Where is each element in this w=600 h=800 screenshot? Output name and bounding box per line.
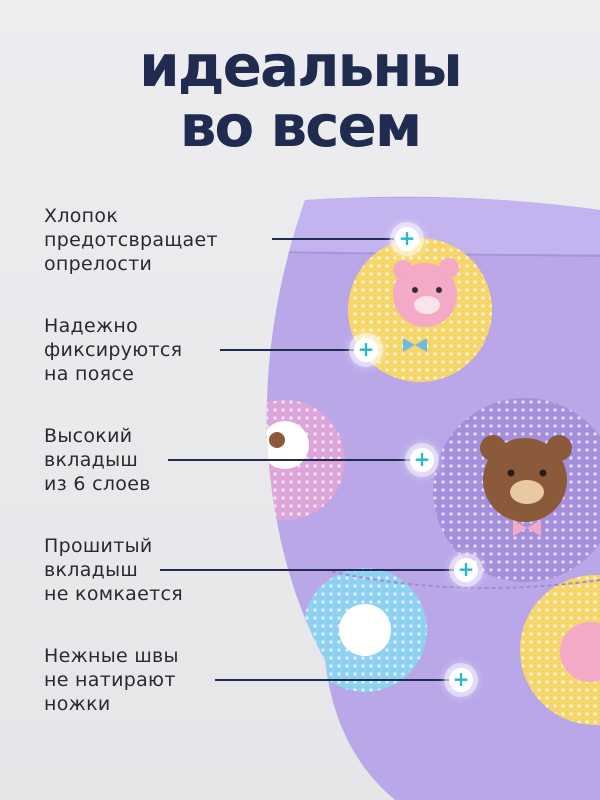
plus-icon[interactable]: + [454,558,478,582]
leader-line-seams [215,679,449,681]
feature-seams: Нежные швы не натирают ножки [44,644,179,716]
feature-seams-line-1: Нежные швы [44,645,179,667]
plus-icon[interactable]: + [354,338,378,362]
feature-stitched-line-3: не комкается [44,583,183,605]
leader-line-insert [168,459,410,461]
plus-icon[interactable]: + [449,668,473,692]
training-pants-image [266,196,600,800]
feature-insert: Высокий вкладыш из 6 слоев [44,424,151,496]
leader-line-waist [220,349,354,351]
feature-stitched-line-1: Прошитый [44,535,153,557]
feature-seams-line-2: не натирают [44,669,176,691]
feature-insert-line-2: вкладыш [44,449,139,471]
feature-insert-line-3: из 6 слоев [44,473,151,495]
feature-stitched: Прошитый вкладыш не комкается [44,534,183,606]
feature-waist: Надежно фиксируются на поясе [44,314,182,386]
feature-seams-line-3: ножки [44,693,111,715]
leader-line-stitched [160,569,454,571]
feature-waist-line-2: фиксируются [44,339,183,361]
feature-waist-line-1: Надежно [44,315,139,337]
feature-waist-line-3: на поясе [44,363,135,385]
plus-icon[interactable]: + [410,448,434,472]
feature-cotton-line-1: Хлопок [44,205,119,227]
leader-line-cotton [272,238,394,240]
feature-stitched-line-2: вкладыш [44,559,139,581]
feature-cotton: Хлопок предотсвращает опрелости [44,204,218,276]
plus-icon[interactable]: + [395,227,419,251]
title-line-1: идеальны [139,32,463,100]
title-line-2: во всем [179,92,423,160]
feature-cotton-line-2: предотсвращает [44,229,218,251]
page-title: идеальны во всем [0,36,600,156]
feature-cotton-line-3: опрелости [44,253,153,275]
feature-insert-line-1: Высокий [44,425,133,447]
